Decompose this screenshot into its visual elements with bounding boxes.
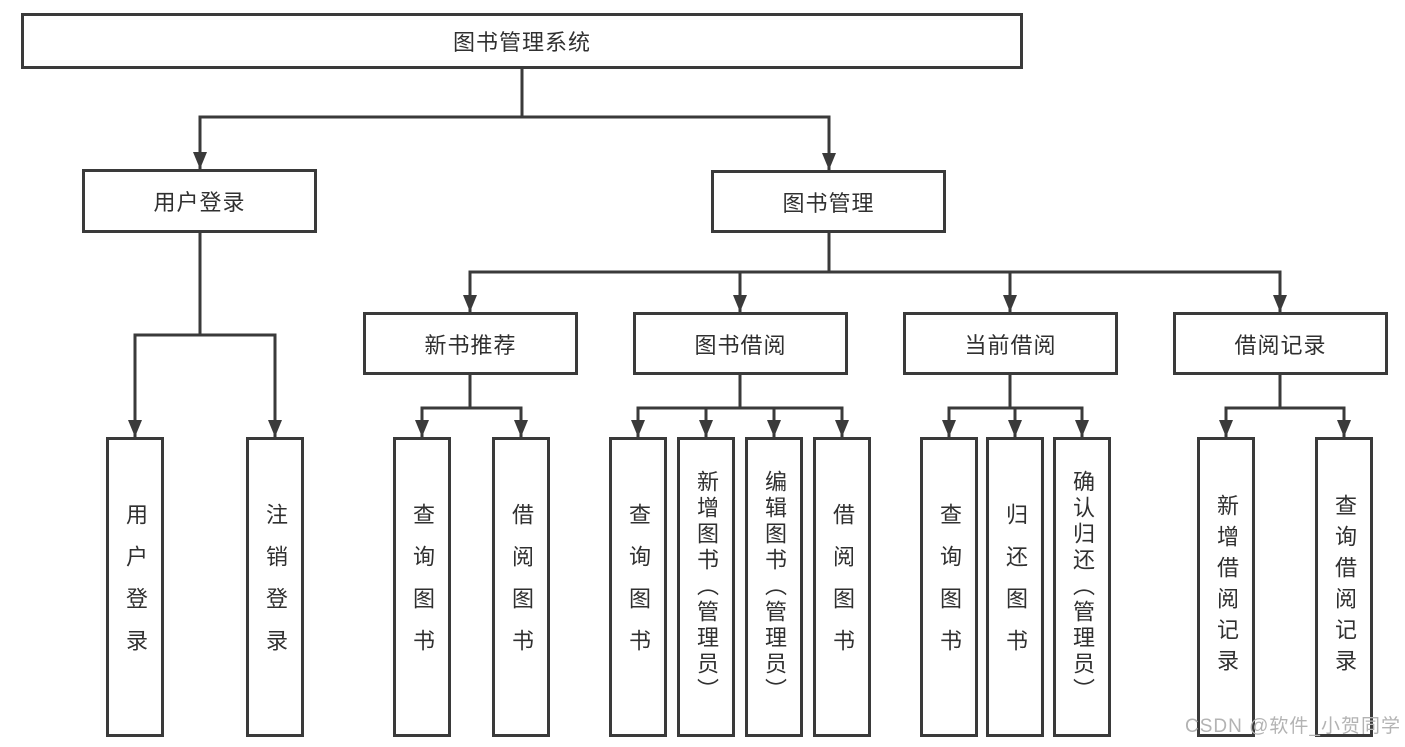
node-label: 新书推荐 (424, 332, 517, 358)
leaf-return-books: 归还图书 (986, 437, 1044, 737)
node-label: 图书管理系统 (452, 30, 591, 55)
node-library-management-system: 图书管理系统 (21, 13, 1023, 69)
leaf-borrow-books: 借阅图书 (492, 437, 550, 737)
node-label: 图书管理 (782, 190, 875, 216)
connector-borrow-records-children (1224, 375, 1346, 437)
connector-book-management-children (468, 233, 1282, 312)
arrowheads (128, 152, 1351, 437)
leaf-logout: 注销登录 (246, 437, 304, 737)
node-label: 借阅图书 (509, 503, 534, 671)
node-label: 当前借阅 (964, 332, 1057, 358)
node-book-management: 图书管理 (711, 170, 946, 233)
node-label: 注销登录 (263, 503, 288, 671)
connector-root-to-level2 (198, 69, 831, 170)
node-label: 新增借阅记录 (1214, 494, 1239, 680)
leaf-borrow-books: 借阅图书 (813, 437, 871, 737)
node-label: 查询图书 (937, 503, 962, 671)
connector-new-book-children (420, 375, 523, 437)
node-label: 查询图书 (626, 503, 651, 671)
node-label: 归还图书 (1003, 503, 1028, 671)
watermark: CSDN @软件_小贺同学 (1185, 716, 1401, 737)
leaf-confirm-return-admin: 确认归还（管理员） (1053, 437, 1111, 737)
leaf-add-borrow-record: 新增借阅记录 (1197, 437, 1255, 737)
leaf-query-books: 查询图书 (609, 437, 667, 737)
node-user-login: 用户登录 (82, 169, 317, 233)
node-label: 编辑图书（管理员） (762, 470, 787, 704)
node-label: 图书借阅 (694, 332, 787, 358)
node-label: 查询图书 (410, 503, 435, 671)
leaf-add-books-admin: 新增图书（管理员） (677, 437, 735, 737)
node-label: 借阅图书 (830, 503, 855, 671)
leaf-user-login: 用户登录 (106, 437, 164, 737)
node-new-book-recommendation: 新书推荐 (363, 312, 578, 375)
leaf-query-books: 查询图书 (393, 437, 451, 737)
leaf-edit-books-admin: 编辑图书（管理员） (745, 437, 803, 737)
node-label: 确认归还（管理员） (1070, 470, 1095, 704)
node-label: 用户登录 (153, 190, 246, 215)
connector-book-borrow-children (636, 375, 844, 437)
leaf-query-borrow-record: 查询借阅记录 (1315, 437, 1373, 737)
node-book-borrowing: 图书借阅 (633, 312, 848, 375)
node-label: 用户登录 (123, 503, 148, 671)
node-borrowing-records: 借阅记录 (1173, 312, 1388, 375)
leaf-query-books: 查询图书 (920, 437, 978, 737)
node-label: 借阅记录 (1234, 332, 1327, 358)
connector-user-login-children (133, 233, 277, 437)
node-label: 查询借阅记录 (1332, 494, 1357, 680)
node-current-borrowing: 当前借阅 (903, 312, 1118, 375)
node-label: 新增图书（管理员） (694, 470, 719, 704)
